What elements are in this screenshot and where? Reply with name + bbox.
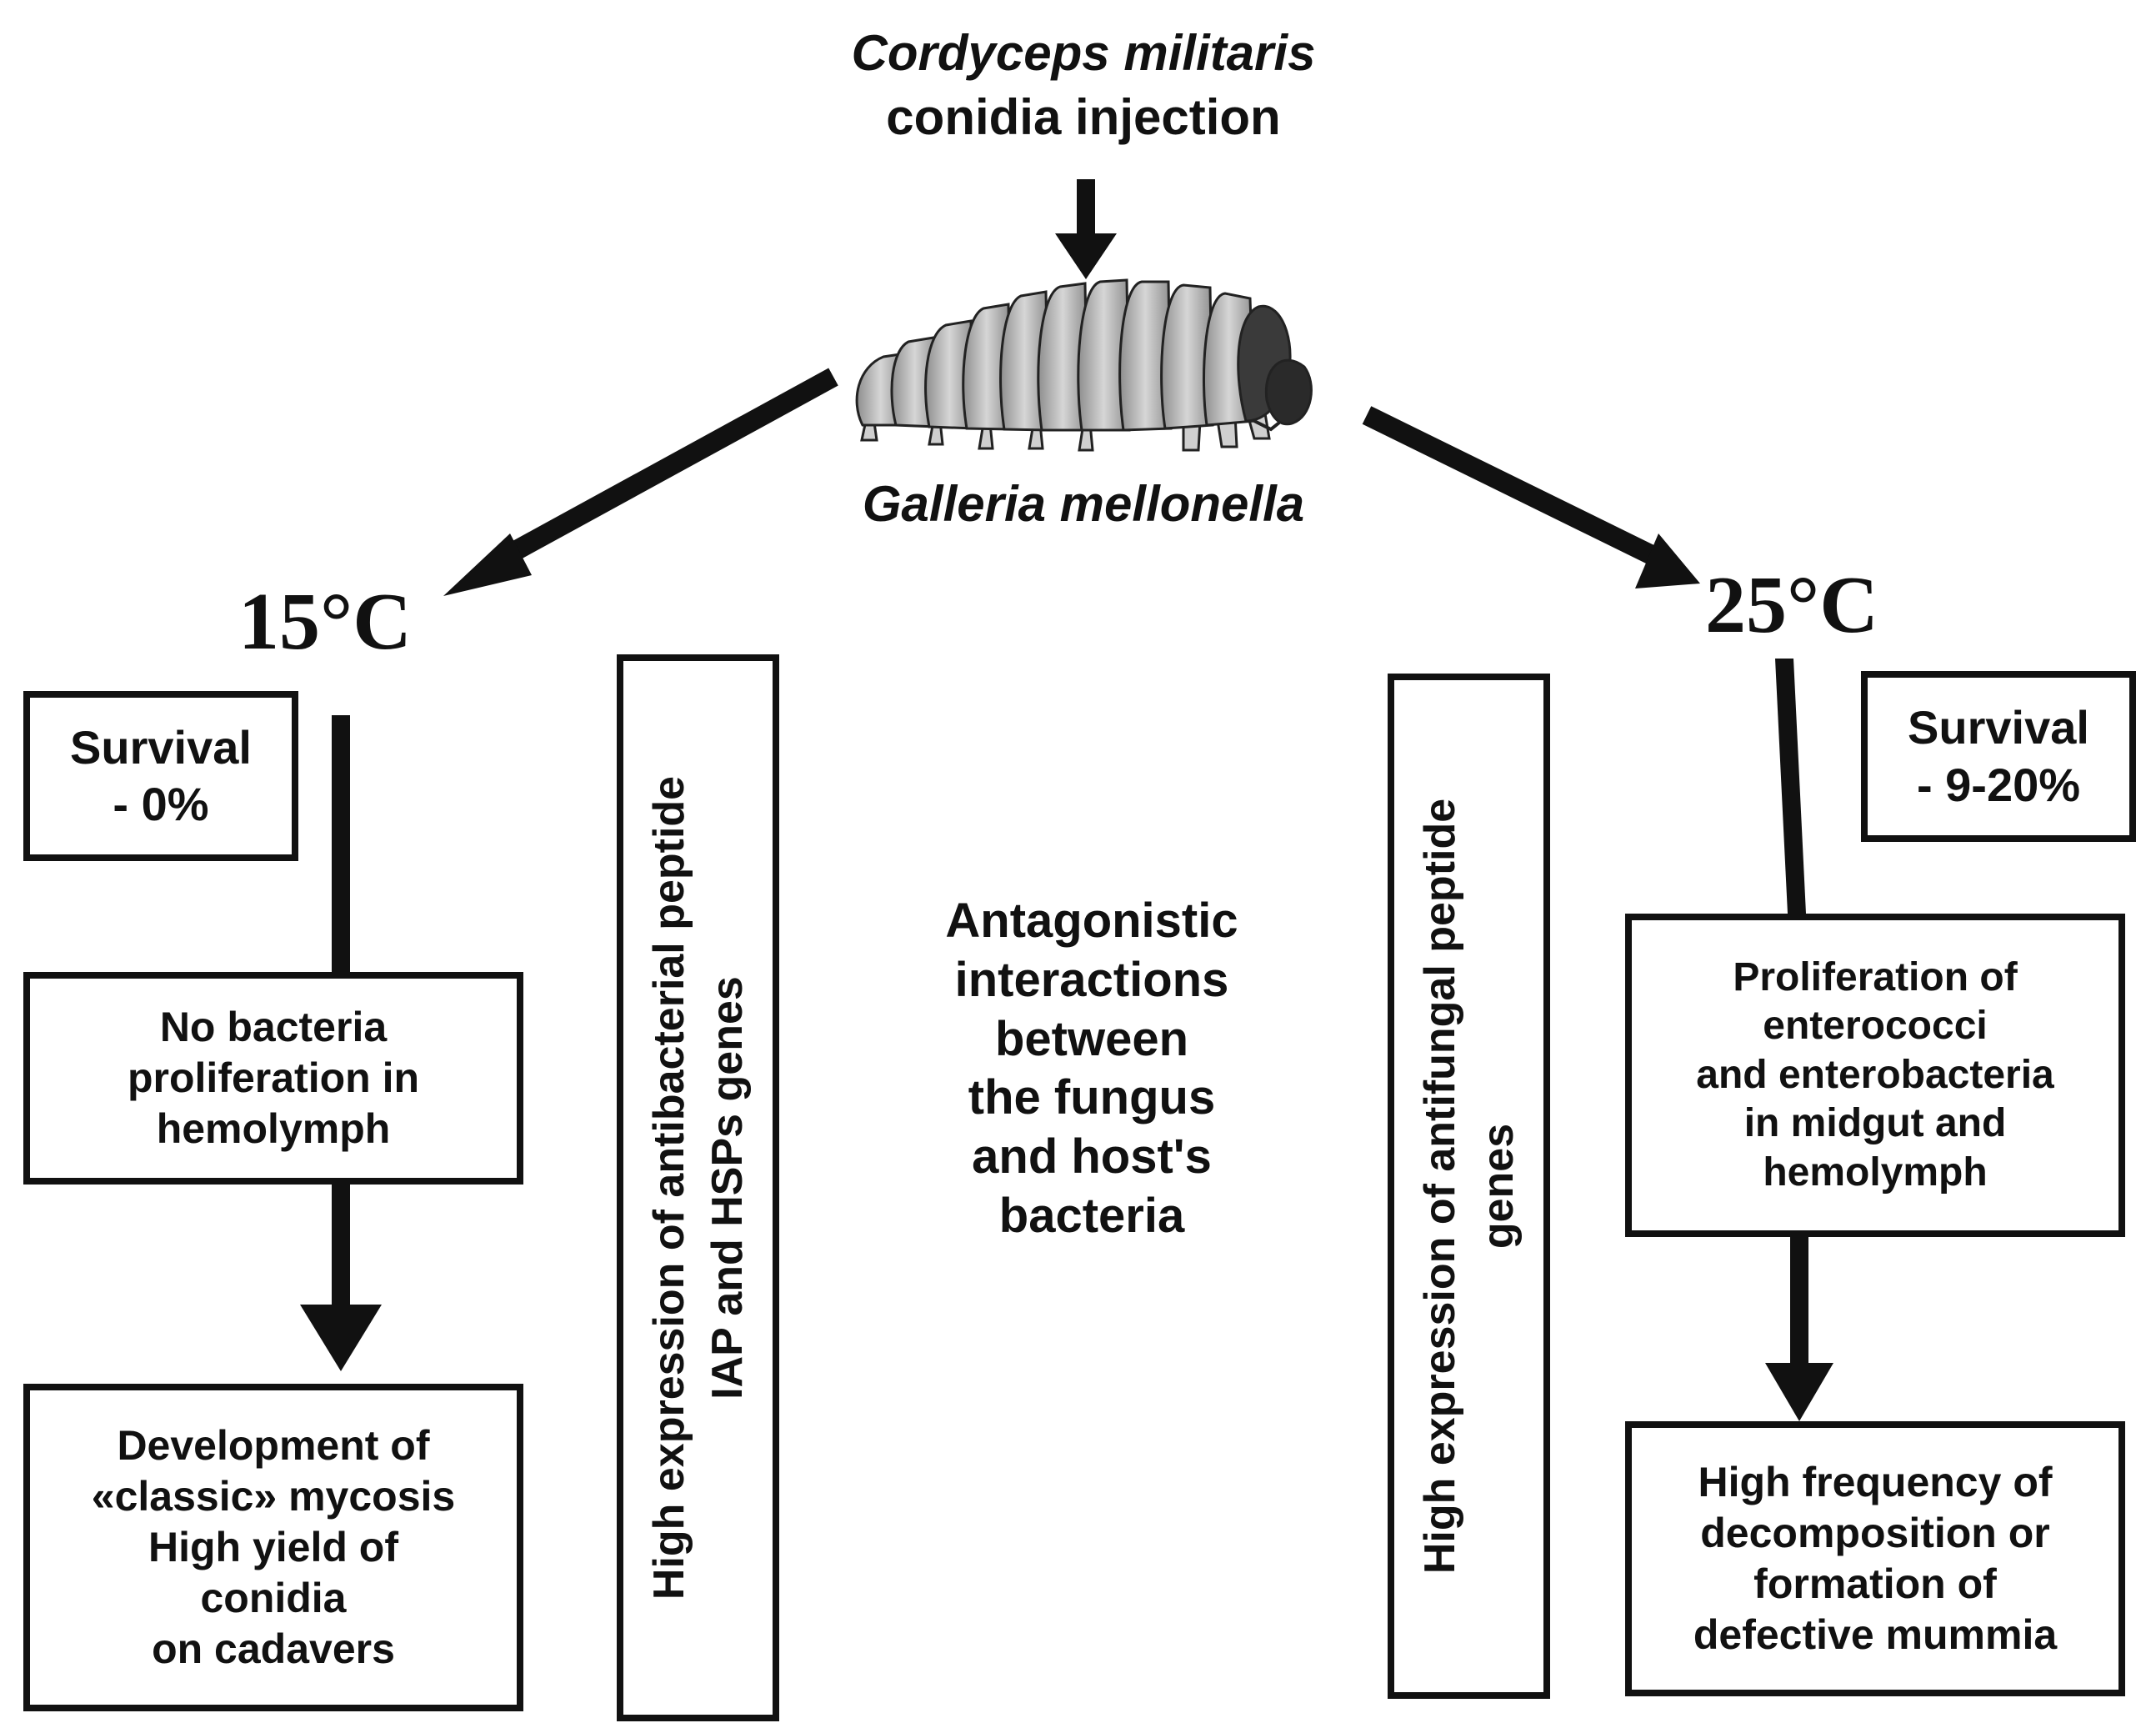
left-step1-box: No bacteria proliferation in hemolymph bbox=[23, 972, 523, 1185]
left-down-arrow-icon bbox=[300, 1182, 382, 1371]
right-survival-text: Survival - 9-20% bbox=[1908, 701, 2089, 811]
right-expression-text: High expression of antifungal peptide ge… bbox=[1415, 798, 1523, 1575]
right-diagonal-arrow-icon bbox=[1362, 406, 1700, 589]
left-step2-text: Development of «classic» mycosis High yi… bbox=[91, 1422, 456, 1672]
left-diagonal-arrow-icon bbox=[443, 368, 838, 596]
center-text: Antagonistic interactions between the fu… bbox=[945, 894, 1238, 1243]
left-expression-box: High expression of antibacterial peptide… bbox=[617, 654, 779, 1721]
left-temperature: 15°C bbox=[238, 577, 412, 667]
right-survival-box: Survival - 9-20% bbox=[1861, 671, 2136, 842]
top-arrow-icon bbox=[1055, 179, 1117, 279]
larva-icon bbox=[855, 278, 1313, 452]
left-survival-box: Survival - 0% bbox=[23, 691, 298, 861]
right-temperature: 25°C bbox=[1705, 560, 1878, 650]
host-label: Galleria mellonella bbox=[862, 476, 1305, 532]
right-expression-box: High expression of antifungal peptide ge… bbox=[1388, 674, 1550, 1699]
right-step1-text: Proliferation of enterococci and enterob… bbox=[1696, 954, 2054, 1195]
right-connector-line bbox=[1775, 659, 1806, 914]
left-step1-text: No bacteria proliferation in hemolymph bbox=[128, 1004, 419, 1152]
injection-subtitle: conidia injection bbox=[886, 89, 1281, 145]
left-expression-text: High expression of antibacterial peptide… bbox=[644, 775, 752, 1600]
species-title: Cordyceps militaris bbox=[851, 25, 1316, 81]
left-step2-box: Development of «classic» mycosis High yi… bbox=[23, 1384, 523, 1711]
right-down-arrow-icon bbox=[1765, 1234, 1833, 1421]
left-survival-text: Survival - 0% bbox=[70, 720, 252, 830]
right-step2-box: High frequency of decomposition or forma… bbox=[1625, 1421, 2125, 1696]
right-step2-text: High frequency of decomposition or forma… bbox=[1693, 1459, 2058, 1658]
right-step1-box: Proliferation of enterococci and enterob… bbox=[1625, 914, 2125, 1237]
left-connector-line bbox=[332, 715, 350, 972]
